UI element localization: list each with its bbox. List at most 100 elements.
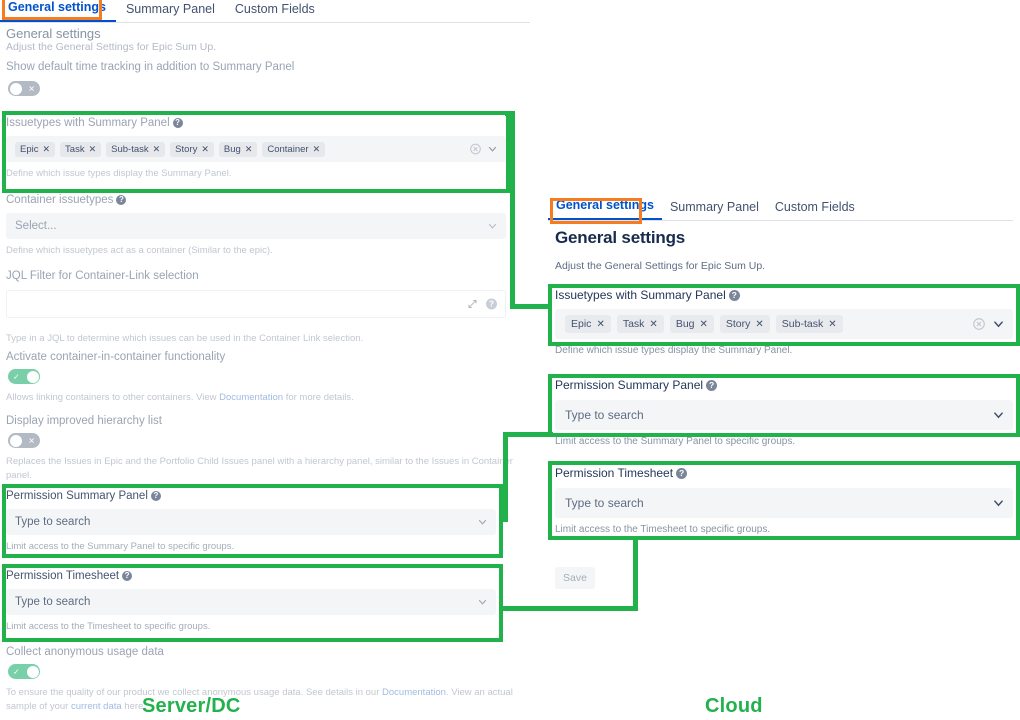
chip-label: Sub-task: [781, 318, 824, 330]
tab-general-settings[interactable]: General settings: [0, 0, 116, 22]
container-issuetypes-hint: Define which issuetypes act as a contain…: [6, 245, 273, 256]
usage-data-section: Collect anonymous usage data ✓ To ensure…: [6, 646, 521, 715]
highlight-server-permission-timesheet: [2, 564, 503, 642]
issuetypes-section: Issuetypes with Summary Panel ? Epic✕ Ta…: [6, 117, 506, 181]
help-icon[interactable]: ?: [486, 298, 497, 310]
save-button[interactable]: Save: [555, 567, 595, 589]
cloud-permission-timesheet-label-text: Permission Timesheet: [555, 466, 674, 480]
chip-remove-icon[interactable]: ✕: [152, 143, 161, 154]
permission-timesheet-input[interactable]: Type to search: [6, 589, 496, 615]
toggle-on-icon: ✓: [13, 667, 20, 676]
chip-remove-icon[interactable]: ✕: [201, 143, 209, 154]
permission-summary-panel-label: Permission Summary Panel ?: [6, 490, 496, 502]
chevron-down-icon[interactable]: [478, 518, 487, 527]
chip-sub-task[interactable]: Sub-task ✕: [775, 315, 843, 333]
chip-bug[interactable]: Bug✕: [669, 315, 714, 333]
chevron-down-icon[interactable]: [993, 410, 1004, 421]
chip-remove-icon[interactable]: ✕: [755, 318, 764, 330]
help-icon[interactable]: ?: [116, 195, 127, 205]
chip-container[interactable]: Container✕: [262, 141, 326, 157]
permission-timesheet-hint: Limit access to the Timesheet to specifi…: [6, 621, 211, 632]
highlight-server-permission-summary-panel: [2, 484, 503, 558]
jql-filter-input[interactable]: ?: [6, 290, 506, 318]
chevron-down-icon[interactable]: [478, 598, 487, 607]
chip-epic[interactable]: Epic✕: [15, 141, 56, 157]
chip-remove-icon[interactable]: ✕: [649, 318, 658, 330]
clear-icon[interactable]: [470, 143, 481, 155]
chip-task[interactable]: Task✕: [60, 141, 102, 157]
cloud-permission-summary-panel-label-text: Permission Summary Panel: [555, 378, 704, 392]
permission-summary-panel-input[interactable]: Type to search: [6, 509, 496, 535]
toggle-off-icon: ✕: [28, 436, 35, 445]
chip-remove-icon[interactable]: ✕: [312, 143, 321, 154]
toggle-knob: [9, 434, 22, 447]
tab-summary-panel[interactable]: Summary Panel: [669, 200, 759, 214]
expand-icon[interactable]: [468, 300, 477, 309]
issuetypes-hint: Define which issue types display the Sum…: [6, 168, 232, 179]
chip-bug[interactable]: Bug✕: [218, 141, 258, 157]
chip-label: Story: [175, 143, 198, 155]
chip-remove-icon[interactable]: ✕: [828, 318, 837, 330]
chip-story[interactable]: Story✕: [719, 315, 770, 333]
cloud-panel: General settings Summary Panel Custom Fi…: [548, 196, 1020, 596]
hint-text-2: . View an actual sample of your: [6, 687, 513, 713]
connector-perm-timesheet-h1: [503, 606, 638, 611]
container-in-container-toggle[interactable]: ✓: [8, 369, 40, 384]
chevron-down-icon[interactable]: [488, 145, 497, 154]
help-icon[interactable]: ?: [676, 467, 688, 479]
chip-remove-icon[interactable]: ✕: [244, 143, 253, 154]
chip-remove-icon[interactable]: ✕: [596, 318, 605, 330]
cloud-permission-summary-panel-input[interactable]: Type to search: [555, 400, 1013, 430]
documentation-link[interactable]: Documentation: [382, 687, 446, 698]
time-tracking-toggle[interactable]: ✕: [8, 81, 40, 96]
tab-summary-panel[interactable]: Summary Panel: [125, 2, 215, 16]
cloud-permission-timesheet-label: Permission Timesheet ?: [555, 466, 1013, 480]
toggle-on-icon: ✓: [13, 372, 20, 381]
jql-filter-hint: Type in a JQL to determine which issues …: [6, 333, 364, 344]
connector-perm-summary-v1: [503, 432, 508, 522]
chip-remove-icon[interactable]: ✕: [699, 318, 708, 330]
cloud-tab-bar[interactable]: General settings Summary Panel Custom Fi…: [548, 196, 1013, 221]
help-icon[interactable]: ?: [728, 289, 740, 301]
chip-label: Task: [65, 143, 85, 155]
chevron-down-icon[interactable]: [993, 498, 1004, 509]
container-in-container-hint: Allows linking containers to other conta…: [6, 391, 506, 405]
server-tab-bar[interactable]: General settings Summary Panel Custom Fi…: [0, 0, 530, 23]
cloud-issuetypes-multiselect[interactable]: Epic✕ Task✕ Bug✕ Story✕ Sub-task ✕: [555, 309, 1013, 339]
highlight-cloud-permission-summary-panel: [548, 374, 1020, 437]
chip-remove-icon[interactable]: ✕: [88, 143, 97, 154]
current-data-link[interactable]: current data: [70, 701, 122, 713]
tab-custom-fields[interactable]: Custom Fields: [774, 200, 855, 214]
help-icon[interactable]: ?: [706, 379, 718, 391]
issuetypes-multiselect[interactable]: Epic✕ Task✕ Sub-task✕ Story✕ Bug✕ Contai…: [6, 136, 506, 162]
hint-text-post: for more details.: [283, 392, 354, 403]
toggle-knob: [26, 665, 39, 678]
container-issuetypes-label-text: Container issuetypes: [6, 194, 114, 206]
container-in-container-label: Activate container-in-container function…: [6, 351, 226, 363]
container-issuetypes-select[interactable]: Select...: [6, 213, 506, 239]
help-icon[interactable]: ?: [150, 491, 161, 501]
chevron-down-icon[interactable]: [488, 222, 497, 231]
help-icon[interactable]: ?: [172, 118, 183, 128]
cloud-issuetypes-label-text: Issuetypes with Summary Panel: [555, 288, 726, 302]
chip-story[interactable]: Story✕: [170, 141, 214, 157]
chip-sub-task[interactable]: Sub-task✕: [106, 141, 166, 157]
usage-data-label: Collect anonymous usage data: [6, 646, 164, 658]
clear-icon[interactable]: [973, 318, 985, 330]
toggle-off-icon: ✕: [28, 84, 35, 93]
usage-data-toggle[interactable]: ✓: [8, 664, 40, 679]
tab-general-settings[interactable]: General settings: [548, 195, 662, 220]
help-icon[interactable]: ?: [122, 571, 133, 581]
cloud-permission-timesheet-input[interactable]: Type to search: [555, 488, 1013, 518]
documentation-link[interactable]: Documentation: [219, 392, 284, 403]
chip-task[interactable]: Task✕: [616, 315, 664, 333]
tab-custom-fields[interactable]: Custom Fields: [234, 2, 315, 16]
hierarchy-list-toggle[interactable]: ✕: [8, 433, 40, 448]
chip-epic[interactable]: Epic✕: [565, 315, 611, 333]
chevron-down-icon[interactable]: [993, 319, 1004, 330]
chip-label: Epic: [20, 143, 39, 155]
permission-summary-panel-hint: Limit access to the Summary Panel to spe…: [6, 541, 235, 552]
chip-remove-icon[interactable]: ✕: [42, 143, 51, 154]
connector-perm-timesheet-v1: [633, 540, 638, 611]
